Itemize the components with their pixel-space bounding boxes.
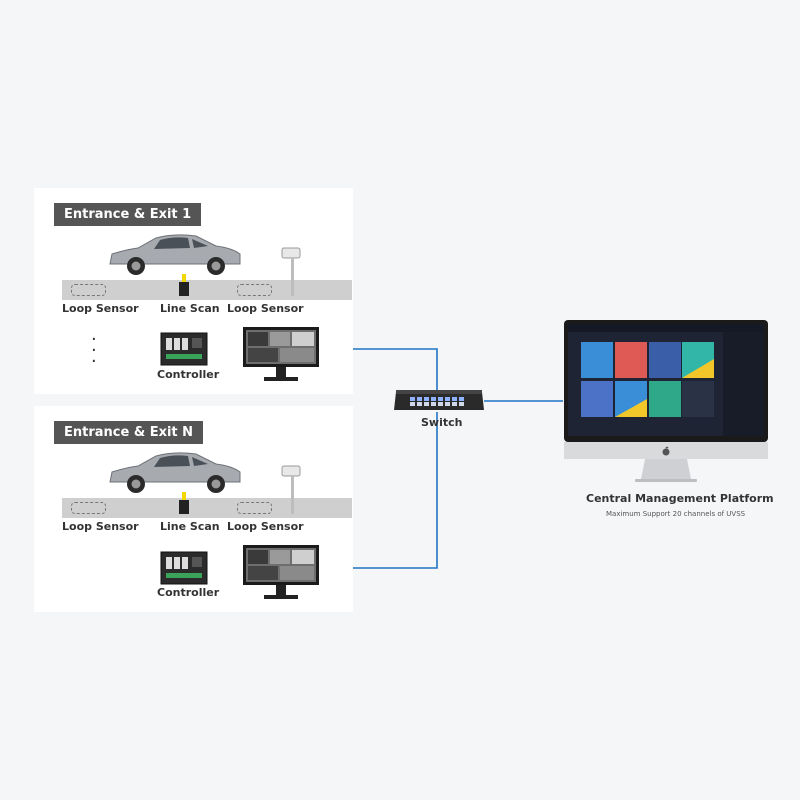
controller-icon [160, 551, 208, 585]
loop-sensor-right-icon [237, 284, 272, 296]
line-scan-icon [179, 492, 189, 514]
car-icon [109, 452, 241, 493]
camera-icon [281, 465, 301, 514]
loop-sensor-right-icon [237, 502, 272, 514]
switch-icon [394, 390, 484, 410]
controller-icon [160, 332, 208, 366]
entrance-exit-panel-1: Entrance & Exit 1 Loop Sensor Line Scan … [34, 188, 353, 394]
loop-sensor-left-icon [71, 502, 106, 514]
platform-title: Central Management Platform [586, 492, 774, 505]
more-entrances-ellipsis: ··· [91, 329, 97, 372]
camera-icon [281, 247, 301, 296]
link-panel1-to-switch [318, 348, 438, 392]
road [62, 280, 352, 300]
line-scan-label: Line Scan [160, 520, 220, 533]
controller-label: Controller [157, 368, 220, 381]
loop-sensor-right-label: Loop Sensor [227, 520, 304, 533]
road [62, 498, 352, 518]
monitor-icon [243, 327, 319, 381]
loop-sensor-left-icon [71, 284, 106, 296]
monitor-icon [243, 545, 319, 599]
panel-title: Entrance & Exit N [54, 421, 204, 444]
car-icon [109, 234, 241, 275]
line-scan-icon [179, 274, 189, 296]
line-scan-label: Line Scan [160, 302, 220, 315]
switch-label: Switch [421, 416, 463, 429]
panel-title: Entrance & Exit 1 [54, 203, 202, 226]
loop-sensor-right-label: Loop Sensor [227, 302, 304, 315]
imac-icon [564, 320, 768, 482]
platform-subtitle: Maximum Support 20 channels of UVSS [606, 510, 746, 518]
controller-label: Controller [157, 586, 220, 599]
entrance-exit-panel-n: Entrance & Exit N Loop Sensor Line Scan … [34, 406, 353, 612]
loop-sensor-left-label: Loop Sensor [62, 520, 139, 533]
link-panelN-to-switch [318, 412, 438, 569]
loop-sensor-left-label: Loop Sensor [62, 302, 139, 315]
apple-logo-icon [662, 446, 670, 456]
